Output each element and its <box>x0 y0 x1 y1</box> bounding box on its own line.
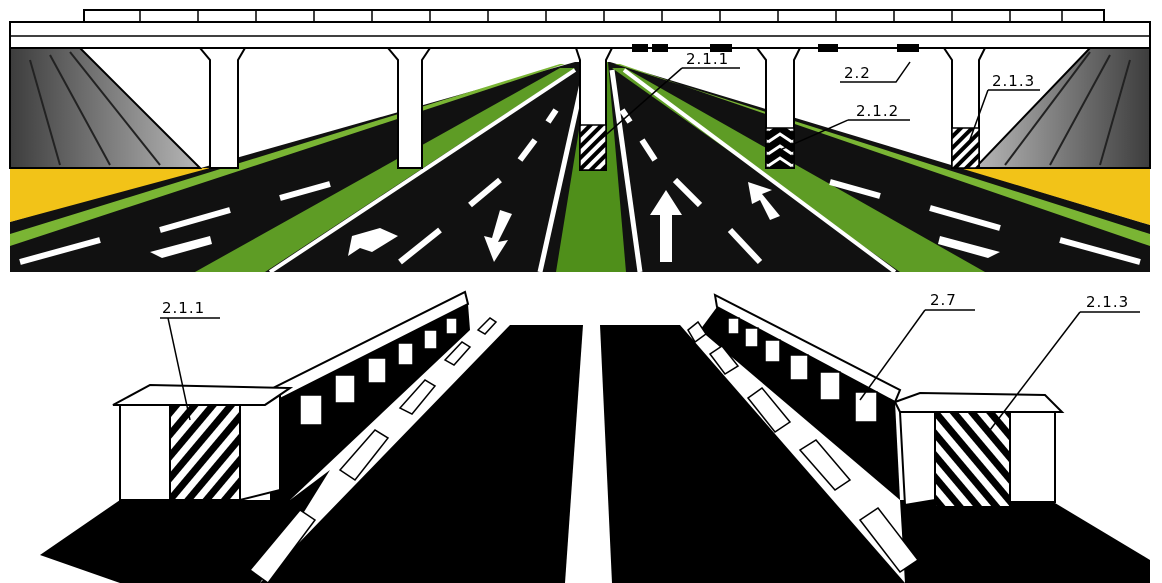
barrier-scene: 2.1.1 <box>40 291 1150 583</box>
label-2-2-top: 2.2 <box>844 64 871 82</box>
label-2-1-1-top: 2.1.1 <box>686 50 729 68</box>
label-2-7-bottom: 2.7 <box>930 291 957 309</box>
pier-marking-2-1-2 <box>766 128 794 168</box>
bridge-deck <box>10 10 1150 52</box>
pier-marking-2-1-1 <box>580 125 606 170</box>
right-abutment-hatch <box>935 412 1010 507</box>
label-2-1-3-top: 2.1.3 <box>992 72 1035 90</box>
right-embankment <box>975 48 1150 168</box>
left-abutment <box>113 385 290 500</box>
right-ground-shadow <box>900 500 1150 583</box>
left-embankment <box>10 48 200 168</box>
right-abutment <box>895 393 1062 507</box>
label-2-1-2-top: 2.1.2 <box>856 102 899 120</box>
pier-marking-2-1-3 <box>952 128 979 168</box>
overpass-scene: 2.1.1 2.2 2.1.2 2.1.3 <box>10 10 1150 272</box>
left-abutment-hatch <box>170 405 240 500</box>
label-2-1-3-bottom: 2.1.3 <box>1086 293 1129 311</box>
label-2-1-1-bottom: 2.1.1 <box>162 299 205 317</box>
